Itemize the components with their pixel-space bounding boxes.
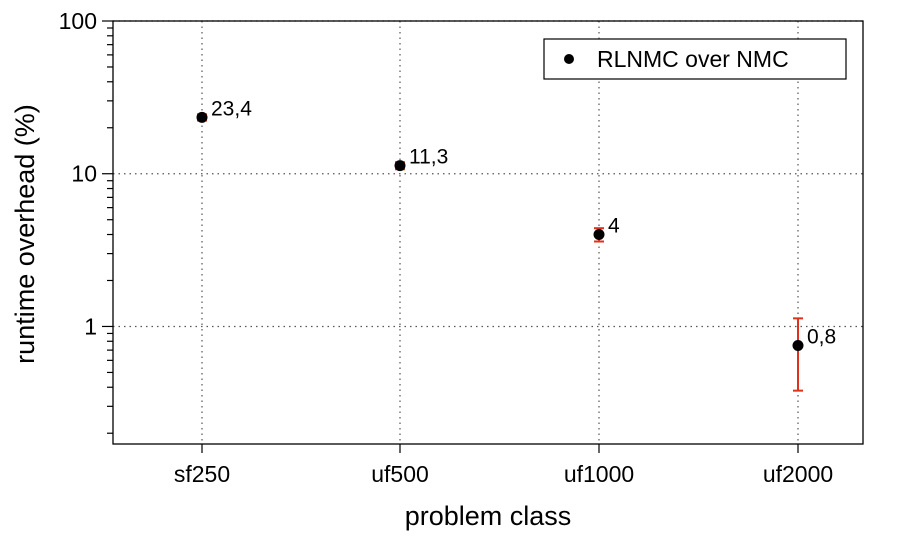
plot-area-frame <box>112 20 864 445</box>
legend-marker <box>564 54 574 64</box>
y-tick-label: 1 <box>84 313 97 339</box>
data-label: 0,8 <box>807 326 836 349</box>
data-point <box>792 340 804 352</box>
x-tick-label: uf2000 <box>763 461 833 487</box>
y-tick-label: 100 <box>59 8 97 34</box>
y-tick-label: 10 <box>71 161 97 187</box>
axes: 1 10 100 sf250 uf500 uf1000 uf2000 <box>59 8 834 487</box>
x-axis-title: problem class <box>405 501 572 531</box>
data-label: 23,4 <box>211 97 252 120</box>
grid-lines <box>113 20 863 444</box>
data-label: 4 <box>608 215 620 238</box>
x-tick-label: uf1000 <box>564 461 634 487</box>
y-axis-title: runtime overhead (%) <box>10 104 40 364</box>
data-point <box>593 229 605 241</box>
data-label: 11,3 <box>409 146 448 169</box>
data-marks: 23,4 11,3 4 0,8 <box>196 97 836 392</box>
legend: RLNMC over NMC <box>543 38 847 80</box>
x-tick-label: uf500 <box>371 461 429 487</box>
data-point <box>394 160 406 172</box>
legend-box <box>543 38 847 80</box>
legend-label: RLNMC over NMC <box>597 46 789 72</box>
data-point <box>196 111 208 123</box>
x-tick-label: sf250 <box>174 461 230 487</box>
